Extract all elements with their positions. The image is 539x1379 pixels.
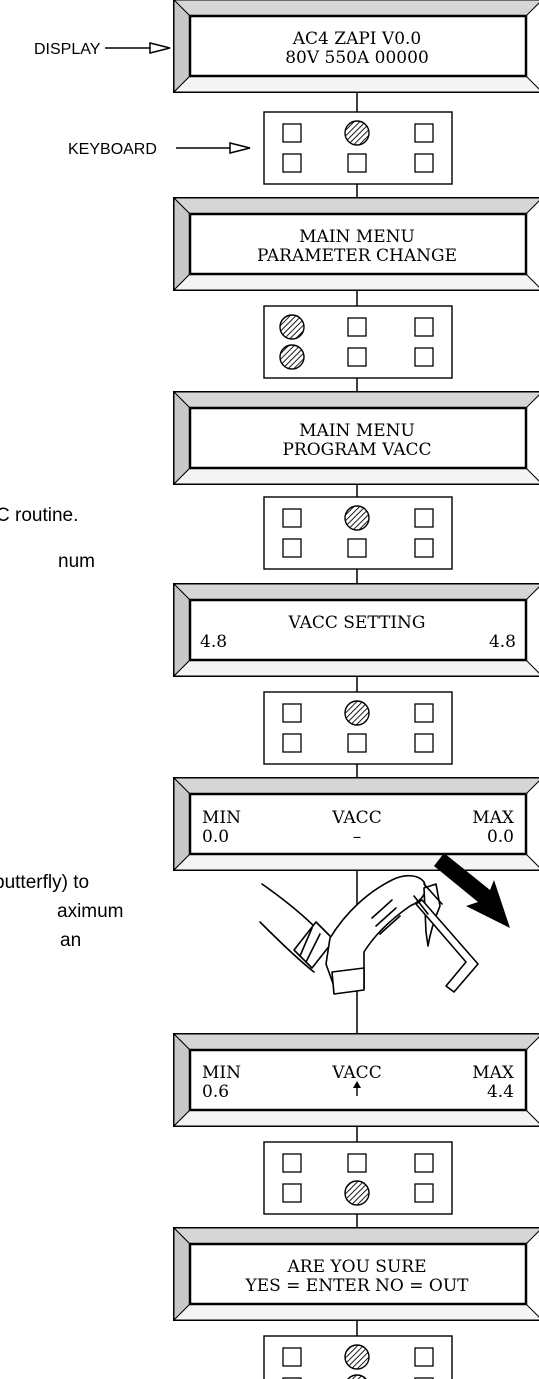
display-line-1: MAIN MENU xyxy=(299,227,415,247)
key-bottom-right[interactable] xyxy=(414,733,434,753)
keypad xyxy=(263,1141,453,1215)
key-bottom-left[interactable] xyxy=(282,1183,302,1203)
side-text: an xyxy=(60,930,81,951)
key-bottom-right[interactable] xyxy=(414,153,434,173)
press-direction-arrow-icon xyxy=(434,853,510,928)
key-bottom-center[interactable] xyxy=(347,153,367,173)
pressed-key-top-center[interactable] xyxy=(344,700,370,726)
key-bottom-right[interactable] xyxy=(414,347,434,367)
key-top-left[interactable] xyxy=(282,703,302,723)
side-text: aximum xyxy=(57,901,124,922)
key-bottom-center[interactable] xyxy=(347,538,367,558)
min-value: 0.0 xyxy=(202,827,229,847)
pressed-key-top-center[interactable] xyxy=(344,1344,370,1370)
keypad xyxy=(263,1335,453,1379)
display-line-2: PARAMETER CHANGE xyxy=(257,246,457,266)
min-value: 0.6 xyxy=(202,1082,229,1102)
key-bottom-left[interactable] xyxy=(282,538,302,558)
key-bottom-center[interactable] xyxy=(347,347,367,367)
side-text: C routine. xyxy=(0,505,78,526)
arrow-icon xyxy=(229,142,251,154)
key-bottom-right[interactable] xyxy=(414,1183,434,1203)
key-top-right[interactable] xyxy=(414,508,434,528)
keypad xyxy=(263,691,453,765)
foot-pressing-pedal-icon xyxy=(259,874,479,995)
display-line-2: 80V 550A 00000 xyxy=(285,48,429,68)
vacc-label: VACC xyxy=(331,1063,381,1083)
keypad xyxy=(263,496,453,570)
key-top-right[interactable] xyxy=(414,317,434,337)
key-top-right[interactable] xyxy=(414,1153,434,1173)
display-callout: DISPLAY xyxy=(34,41,171,58)
arrow-icon xyxy=(149,42,171,54)
key-bottom-left[interactable] xyxy=(282,153,302,173)
vacc-label: VACC xyxy=(331,808,381,828)
display-line-2: YES = ENTER NO = OUT xyxy=(244,1276,469,1296)
pressed-key-top-center[interactable] xyxy=(344,120,370,146)
display-line-1: VACC SETTING xyxy=(287,613,425,633)
key-top-center[interactable] xyxy=(347,317,367,337)
lcd-display: MIN VACC MAX 0.6 4.4 xyxy=(172,1032,539,1128)
side-text: num xyxy=(58,551,95,572)
keyboard-callout: KEYBOARD xyxy=(68,141,251,158)
display-line-1: ARE YOU SURE xyxy=(287,1257,427,1277)
key-bottom-left[interactable] xyxy=(282,733,302,753)
keypad xyxy=(263,111,453,185)
max-value: 0.0 xyxy=(487,827,514,847)
display-line-2: PROGRAM VACC xyxy=(282,440,431,460)
side-text: butterfly) to xyxy=(0,872,89,893)
pressed-key-top-center[interactable] xyxy=(344,505,370,531)
key-top-right[interactable] xyxy=(414,1347,434,1367)
setting-left-value: 4.8 xyxy=(200,632,227,652)
up-arrow-icon xyxy=(353,1081,361,1096)
keypad xyxy=(263,305,453,379)
key-top-center[interactable] xyxy=(347,1153,367,1173)
min-label: MIN xyxy=(202,1063,241,1083)
display-line-1: AC4 ZAPI V0.0 xyxy=(292,29,421,49)
key-top-right[interactable] xyxy=(414,123,434,143)
pressed-key-top-left[interactable] xyxy=(279,314,305,340)
key-top-right[interactable] xyxy=(414,703,434,723)
key-bottom-right[interactable] xyxy=(414,538,434,558)
display-label: DISPLAY xyxy=(34,41,101,58)
max-label: MAX xyxy=(472,808,515,828)
setting-right-value: 4.8 xyxy=(489,632,516,652)
min-label: MIN xyxy=(202,808,241,828)
display-line-1: MAIN MENU xyxy=(299,421,415,441)
pressed-key-bottom-center[interactable] xyxy=(344,1180,370,1206)
key-top-left[interactable] xyxy=(282,1347,302,1367)
pressed-key-bottom-center[interactable] xyxy=(345,1374,369,1379)
key-top-left[interactable] xyxy=(282,508,302,528)
lcd-display: VACC SETTING 4.8 4.8 xyxy=(172,582,539,678)
pressed-key-bottom-left[interactable] xyxy=(279,344,305,370)
max-value: 4.4 xyxy=(487,1082,514,1102)
key-top-left[interactable] xyxy=(282,1153,302,1173)
key-bottom-center[interactable] xyxy=(347,733,367,753)
key-top-left[interactable] xyxy=(282,123,302,143)
vacc-value: – xyxy=(353,827,362,847)
max-label: MAX xyxy=(472,1063,515,1083)
keyboard-label: KEYBOARD xyxy=(68,141,157,158)
